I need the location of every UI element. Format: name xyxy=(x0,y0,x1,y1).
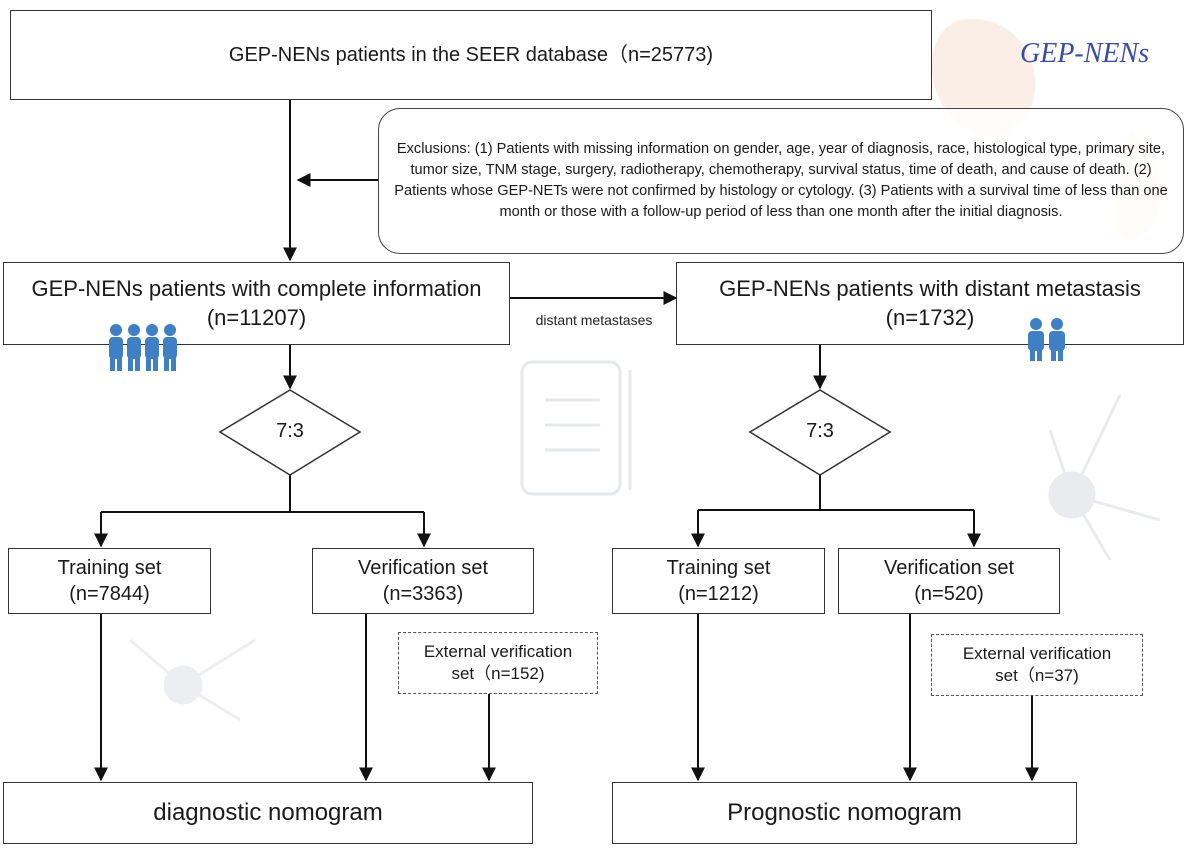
right-verification-label: Verification set xyxy=(883,557,1015,579)
neuron-watermark-icon xyxy=(1048,394,1161,561)
clipboard-watermark-icon xyxy=(520,360,632,496)
left-split-ratio: 7:3 xyxy=(276,420,304,442)
brand-title: GEP-NENs xyxy=(1020,38,1150,69)
left-external-count: set（n=152) xyxy=(451,664,545,683)
left-verification-count: (n=3363) xyxy=(382,583,464,605)
left-external-verification-box: External verification set（n=152) xyxy=(398,632,598,694)
exclusion-criteria-text: Exclusions: (1) Patients with missing in… xyxy=(394,140,1168,221)
distant-metastases-label: distant metastases xyxy=(512,312,676,328)
prognostic-nomogram-box: Prognostic nomogram xyxy=(612,782,1077,844)
prognostic-nomogram-label: Prognostic nomogram xyxy=(727,799,962,827)
right-training-box: Training set (n=1212) xyxy=(612,548,825,614)
left-verification-label: Verification set xyxy=(357,557,489,579)
people-group-icon xyxy=(109,324,177,371)
right-external-verification-box: External verification set（n=37) xyxy=(931,634,1143,696)
right-split-ratio: 7:3 xyxy=(806,420,834,442)
left-training-box: Training set (n=7844) xyxy=(8,548,211,614)
right-verification-count: (n=520) xyxy=(914,583,984,605)
right-external-count: set（n=37) xyxy=(995,666,1079,685)
left-external-label: External verification xyxy=(423,641,573,661)
left-training-count: (n=7844) xyxy=(69,583,150,605)
left-verification-box: Verification set (n=3363) xyxy=(312,548,534,614)
right-training-count: (n=1212) xyxy=(678,583,759,605)
diagnostic-nomogram-label: diagnostic nomogram xyxy=(153,799,383,827)
right-verification-box: Verification set (n=520) xyxy=(838,548,1060,614)
left-split-diamond xyxy=(218,389,362,476)
source-box-text: GEP-NENs patients in the SEER database（n… xyxy=(228,44,714,66)
right-training-label: Training set xyxy=(666,557,771,579)
right-split-diamond xyxy=(748,389,892,476)
complete-info-count: (n=11207) xyxy=(206,304,307,330)
complete-info-title: GEP-NENs patients with complete informat… xyxy=(31,276,482,301)
source-box: GEP-NENs patients in the SEER database（n… xyxy=(10,10,932,100)
distant-metastasis-box: GEP-NENs patients with distant metastasi… xyxy=(676,262,1184,345)
people-pair-icon xyxy=(1028,318,1065,361)
complete-info-box: GEP-NENs patients with complete informat… xyxy=(3,262,510,345)
right-external-label: External verification xyxy=(962,643,1112,663)
distant-metastasis-title: GEP-NENs patients with distant metastasi… xyxy=(719,276,1141,301)
exclusion-criteria-box: Exclusions: (1) Patients with missing in… xyxy=(378,108,1184,254)
left-training-label: Training set xyxy=(57,557,162,579)
neuron-watermark-icon-2 xyxy=(129,638,256,722)
diagnostic-nomogram-box: diagnostic nomogram xyxy=(3,782,533,844)
distant-metastasis-count: (n=1732) xyxy=(885,304,975,330)
